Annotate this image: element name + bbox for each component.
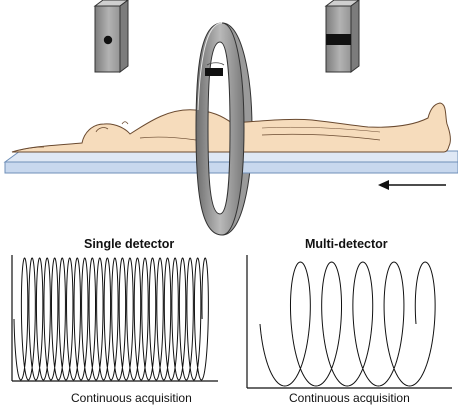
multi-detector-plot <box>246 255 452 389</box>
single-detector-title: Single detector <box>84 237 174 251</box>
left-arrow-icon <box>378 180 446 190</box>
helix-path <box>13 257 209 381</box>
helix-path <box>259 261 436 387</box>
single-helix <box>13 257 209 381</box>
single-detector-block <box>93 0 129 73</box>
gantry-detector-array <box>205 68 223 76</box>
single-detector-row <box>103 35 113 45</box>
multi-detector-rows <box>326 34 351 45</box>
single-detector-plot <box>11 255 218 382</box>
multi-detector-title: Multi-detector <box>305 237 388 251</box>
multi-caption: Continuous acquisition <box>289 391 410 405</box>
gantry-ring <box>195 22 245 236</box>
single-caption: Continuous acquisition <box>71 391 192 405</box>
multi-helix <box>259 261 436 387</box>
multi-detector-block <box>324 0 360 73</box>
